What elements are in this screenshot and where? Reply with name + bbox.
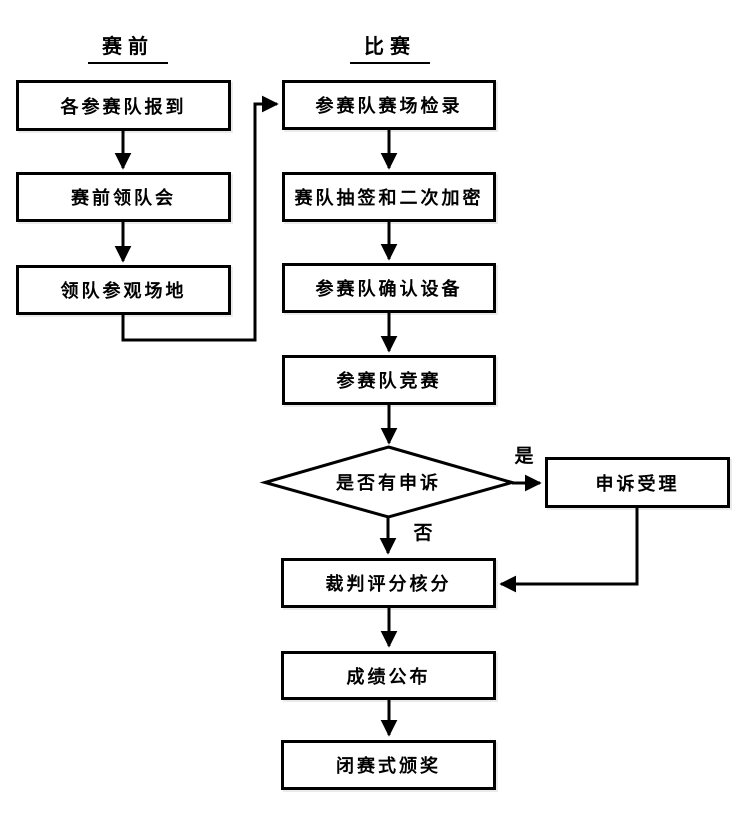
arrow-venue-visit-to-check-in [121,95,279,342]
edge-label-yes: 是 [514,445,534,467]
column-header-competition: 比赛 [350,30,430,64]
node-draw-and-encryption: 赛队抽签和二次加密 [282,172,496,222]
edge-label-no: 否 [413,522,433,544]
column-header-pre-competition: 赛前 [88,30,168,64]
node-appeal-acceptance: 申诉受理 [545,457,730,508]
node-closing-ceremony-awards: 闭赛式颁奖 [281,740,496,790]
node-pre-leader-meeting: 赛前领队会 [16,172,231,222]
node-team-competition: 参赛队竞赛 [282,355,496,405]
node-judge-scoring: 裁判评分核分 [281,558,496,608]
node-venue-visit: 领队参观场地 [16,265,231,315]
node-results-announcement: 成绩公布 [281,651,496,700]
node-field-check-in: 参赛队赛场检录 [282,80,496,130]
node-team-registration: 各参赛队报到 [16,80,231,131]
decision-appeal-label: 是否有申诉 [336,473,441,494]
node-equipment-confirmation: 参赛队确认设备 [282,263,496,313]
arrow-appeal-to-judge-scoring [499,508,639,593]
